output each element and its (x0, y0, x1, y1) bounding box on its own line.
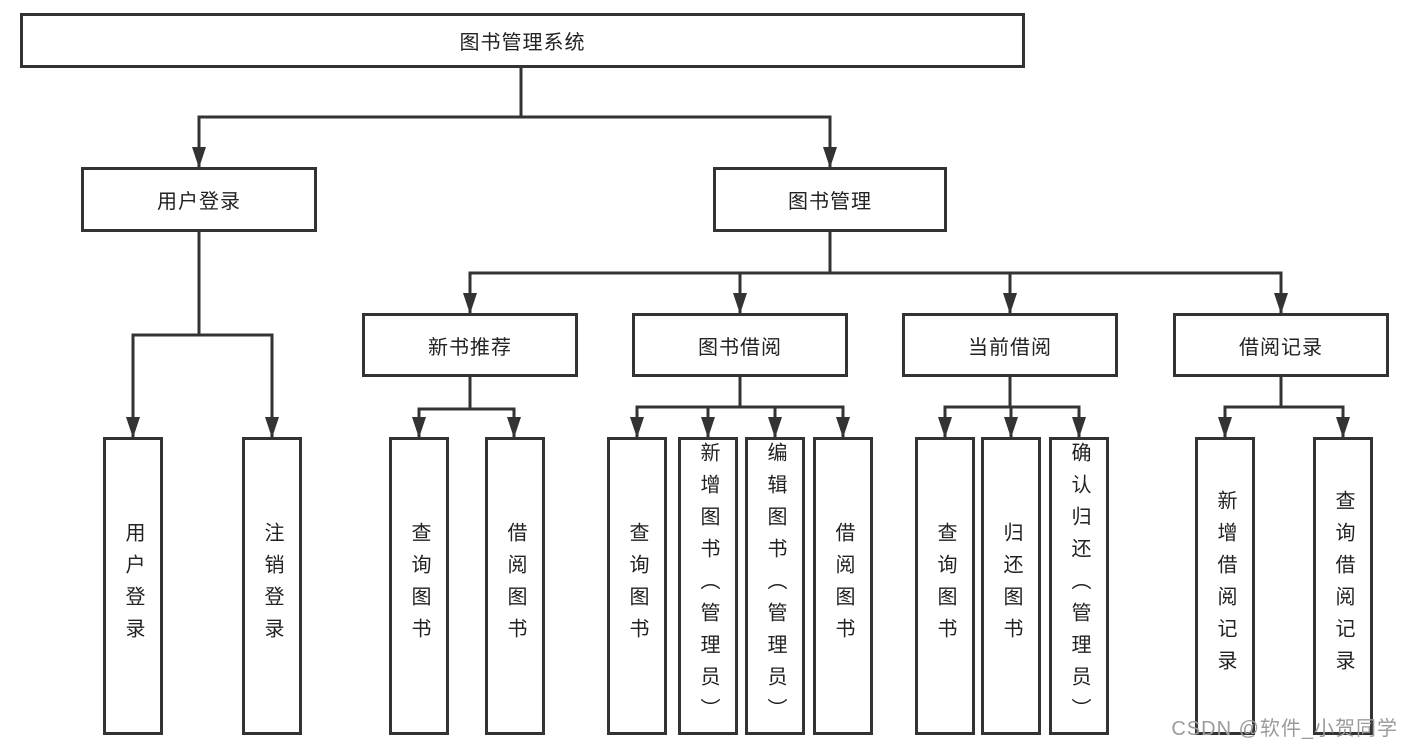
leaf-label: 新增图书（管理员） (697, 442, 719, 730)
leaf-label: 查询图书 (408, 522, 430, 650)
leaf-label: 编辑图书（管理员） (764, 442, 786, 730)
node-book-management: 图书管理 (713, 167, 947, 232)
leaf-query-books-borrowing: 查询图书 (607, 437, 667, 735)
watermark: CSDN @软件_小贺同学 (1171, 718, 1398, 740)
leaf-label: 借阅图书 (832, 522, 854, 650)
leaf-label: 新增借阅记录 (1214, 490, 1236, 682)
leaf-return-books: 归还图书 (981, 437, 1041, 735)
leaf-label: 查询图书 (626, 522, 648, 650)
node-label: 图书借阅 (698, 336, 782, 359)
leaf-user-login: 用户登录 (103, 437, 163, 735)
leaf-query-books-current: 查询图书 (915, 437, 975, 735)
branch-segments (131, 66, 1345, 411)
node-borrowing-records: 借阅记录 (1173, 313, 1389, 377)
node-label: 用户登录 (157, 191, 241, 213)
leaf-label: 查询图书 (934, 522, 956, 650)
leaf-label: 查询借阅记录 (1332, 490, 1354, 682)
arrow-lines (126, 117, 1350, 438)
leaf-borrow-books: 借阅图书 (813, 437, 873, 735)
node-new-book-recommendation: 新书推荐 (362, 313, 578, 377)
leaf-confirm-return-admin: 确认归还（管理员） (1049, 437, 1109, 735)
node-book-borrowing: 图书借阅 (632, 313, 848, 377)
node-label: 图书管理系统 (459, 32, 586, 54)
leaf-edit-books-admin: 编辑图书（管理员） (745, 437, 805, 735)
leaf-label: 确认归还（管理员） (1068, 442, 1090, 730)
node-label: 新书推荐 (428, 336, 512, 359)
leaf-logout: 注销登录 (242, 437, 302, 735)
node-label: 当前借阅 (968, 336, 1052, 359)
leaf-add-books-admin: 新增图书（管理员） (678, 437, 738, 735)
leaf-borrow-books-recommend: 借阅图书 (485, 437, 545, 735)
leaf-add-borrow-record: 新增借阅记录 (1195, 437, 1255, 735)
node-label: 借阅记录 (1239, 336, 1323, 359)
node-current-borrowing: 当前借阅 (902, 313, 1118, 377)
leaf-label: 归还图书 (1000, 522, 1022, 650)
leaf-label: 用户登录 (122, 522, 144, 650)
leaf-query-borrow-record: 查询借阅记录 (1313, 437, 1373, 735)
leaf-label: 注销登录 (261, 522, 283, 650)
leaf-label: 借阅图书 (504, 522, 526, 650)
leaf-query-books-recommend: 查询图书 (389, 437, 449, 735)
node-user-login: 用户登录 (81, 167, 317, 232)
node-label: 图书管理 (788, 191, 872, 213)
node-library-management-system: 图书管理系统 (20, 13, 1025, 68)
